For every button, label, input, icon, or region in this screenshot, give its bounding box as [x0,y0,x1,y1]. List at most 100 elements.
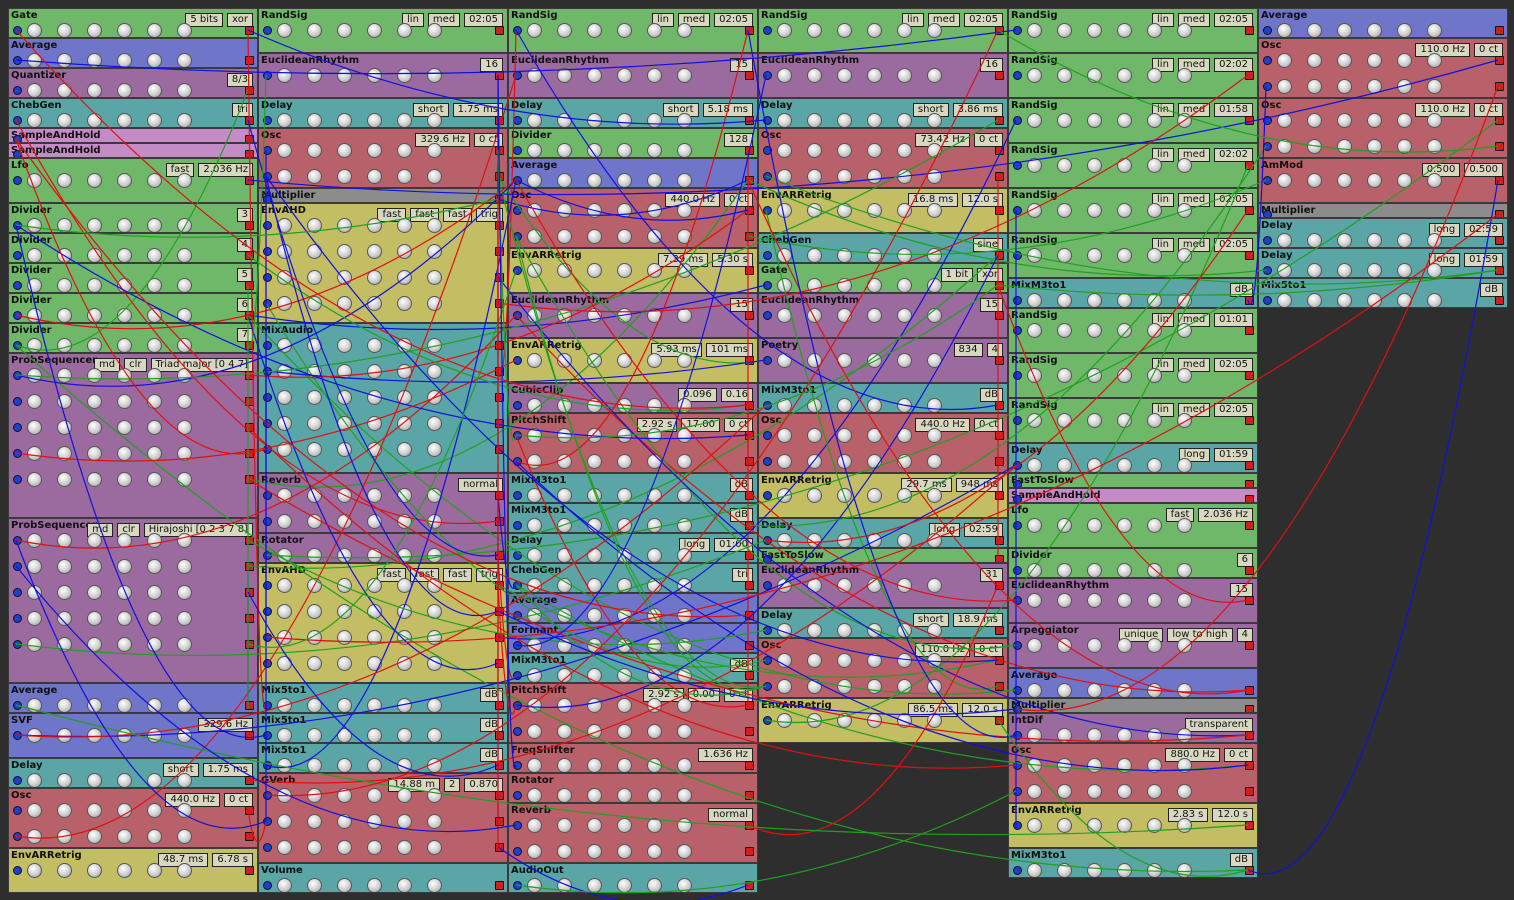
knob[interactable] [777,623,792,637]
knob[interactable] [1277,263,1292,277]
module-fasttoslow[interactable]: FastToSlow [758,548,1008,563]
knob[interactable] [1087,68,1102,83]
knob[interactable] [307,878,322,892]
output-jack[interactable] [495,701,504,710]
knob[interactable] [307,416,322,431]
knob[interactable] [807,578,822,593]
knob[interactable] [367,788,382,803]
input-jack[interactable] [13,116,22,125]
knob[interactable] [867,578,882,593]
input-jack[interactable] [513,821,522,830]
output-jack[interactable] [1495,26,1504,35]
knob[interactable] [617,398,632,412]
knob[interactable] [527,698,542,713]
output-jack[interactable] [1495,296,1504,305]
knob[interactable] [57,446,72,461]
output-jack[interactable] [745,146,754,155]
knob[interactable] [397,630,412,645]
input-jack[interactable] [513,176,522,185]
output-jack[interactable] [495,195,504,202]
knob[interactable] [647,788,662,802]
knob[interactable] [647,428,662,443]
knob[interactable] [367,514,382,529]
output-jack[interactable] [995,311,1004,320]
output-jack[interactable] [1495,176,1504,185]
param-value[interactable]: 02:05 [714,13,753,27]
knob[interactable] [337,270,352,285]
param-value[interactable]: fast [443,568,472,582]
param-value[interactable]: 3.86 ms [952,103,1003,117]
output-jack[interactable] [1495,266,1504,275]
knob[interactable] [1117,863,1132,877]
knob[interactable] [927,713,942,728]
knob[interactable] [647,758,662,772]
input-jack[interactable] [1013,596,1022,605]
output-jack[interactable] [1245,296,1254,305]
input-jack[interactable] [1013,461,1022,470]
knob[interactable] [527,844,542,859]
input-jack[interactable] [1013,251,1022,260]
input-jack[interactable] [13,701,22,710]
knob[interactable] [367,68,382,83]
output-jack[interactable] [745,611,754,620]
input-jack[interactable] [13,614,22,623]
input-jack[interactable] [763,536,772,545]
knob[interactable] [367,270,382,285]
knob[interactable] [777,308,792,323]
knob[interactable] [677,758,692,772]
knob[interactable] [27,23,42,37]
output-jack[interactable] [1245,26,1254,35]
param-value[interactable]: 0 ct [974,643,1003,657]
output-jack[interactable] [245,281,254,290]
output-jack[interactable] [245,26,254,35]
knob[interactable] [147,829,162,844]
knob[interactable] [1307,263,1322,277]
knob[interactable] [1177,784,1192,799]
knob[interactable] [587,758,602,772]
knob[interactable] [1177,458,1192,472]
knob[interactable] [807,278,822,292]
knob[interactable] [1147,368,1162,383]
knob[interactable] [57,278,72,292]
knob[interactable] [27,611,42,626]
knob[interactable] [617,488,632,502]
knob[interactable] [897,713,912,728]
output-jack[interactable] [245,221,254,230]
knob[interactable] [147,803,162,818]
knob[interactable] [677,578,692,592]
knob[interactable] [1177,758,1192,773]
knob[interactable] [1147,728,1162,742]
knob[interactable] [397,488,412,503]
output-jack[interactable] [245,701,254,710]
knob[interactable] [87,611,102,626]
knob[interactable] [117,113,132,127]
input-jack[interactable] [1263,142,1272,151]
knob[interactable] [1117,458,1132,472]
output-jack[interactable] [495,491,504,500]
output-jack[interactable] [1245,416,1254,425]
knob[interactable] [337,488,352,503]
input-jack[interactable] [763,281,772,290]
input-jack[interactable] [513,521,522,530]
knob[interactable] [617,113,632,127]
knob[interactable] [1087,728,1102,742]
knob[interactable] [397,113,412,127]
knob[interactable] [1117,323,1132,338]
input-jack[interactable] [263,146,272,155]
knob[interactable] [777,353,792,368]
knob[interactable] [57,637,72,652]
knob[interactable] [557,518,572,532]
knob[interactable] [277,113,292,127]
knob[interactable] [1427,263,1442,277]
output-jack[interactable] [495,659,504,668]
input-jack[interactable] [13,806,22,815]
